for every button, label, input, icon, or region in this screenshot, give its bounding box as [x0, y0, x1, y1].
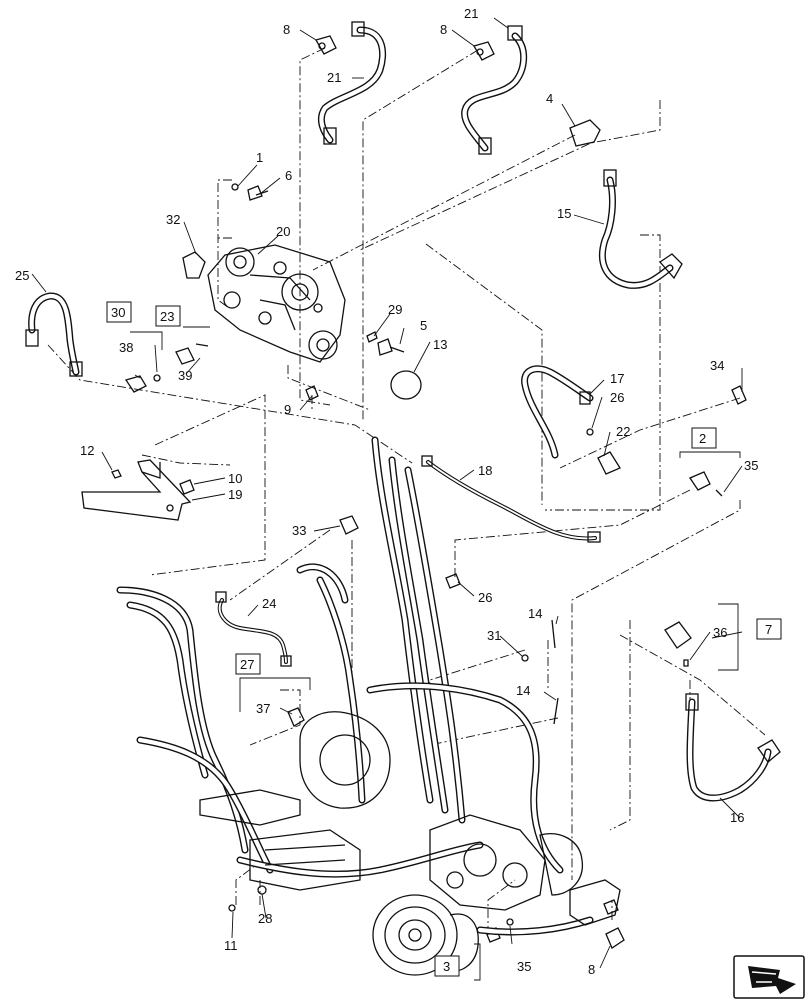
callout-8-bottom: 8 [588, 962, 595, 977]
callout-32: 32 [166, 212, 180, 227]
callout-6: 6 [285, 168, 292, 183]
callout-26-lower: 26 [478, 590, 492, 605]
hydraulic-pump-20 [207, 244, 346, 363]
callout-15: 15 [557, 206, 571, 221]
bracket-19 [81, 459, 192, 521]
callout-8-top-right: 8 [440, 22, 447, 37]
hose-15 [598, 169, 683, 289]
hose-17 [521, 365, 594, 459]
callout-18: 18 [478, 463, 492, 478]
callout-31: 31 [487, 628, 501, 643]
hose-25 [25, 292, 83, 377]
drive-motor-assembly [199, 711, 621, 976]
hose-21-right [461, 25, 528, 155]
callout-28: 28 [258, 911, 272, 926]
boxed-labels [106, 301, 782, 977]
callout-22: 22 [616, 424, 630, 439]
callout-37: 37 [256, 701, 270, 716]
callout-16: 16 [730, 810, 744, 825]
callout-29: 29 [388, 302, 402, 317]
callout-30: 30 [111, 305, 125, 320]
callout-24: 24 [262, 596, 276, 611]
callout-13: 13 [433, 337, 447, 352]
callout-8-top-left: 8 [283, 22, 290, 37]
callout-33: 33 [292, 523, 306, 538]
callout-25: 25 [15, 268, 29, 283]
callout-7: 7 [765, 622, 772, 637]
callout-10: 10 [228, 471, 242, 486]
hose-21-left [317, 21, 387, 145]
callout-20: 20 [276, 224, 290, 239]
callout-39: 39 [178, 368, 192, 383]
tube-18 [421, 455, 601, 543]
callout-17: 17 [610, 371, 624, 386]
callout-1: 1 [256, 150, 263, 165]
callout-19: 19 [228, 487, 242, 502]
view-direction-arrow-icon [733, 955, 805, 999]
callout-2: 2 [699, 431, 706, 446]
callout-9: 9 [284, 402, 291, 417]
callout-27: 27 [240, 657, 254, 672]
callout-35-bottom: 35 [517, 959, 531, 974]
callout-36: 36 [713, 625, 727, 640]
callout-34: 34 [710, 358, 724, 373]
callout-38: 38 [119, 340, 133, 355]
fittings [111, 35, 747, 949]
hose-16 [685, 693, 781, 802]
callout-5: 5 [420, 318, 427, 333]
assembly-dash-lines [47, 47, 766, 935]
callout-26-upper: 26 [610, 390, 624, 405]
tube-24 [215, 591, 292, 667]
leader-lines [31, 17, 743, 981]
callout-21-right: 21 [464, 6, 478, 21]
callout-4: 4 [546, 91, 553, 106]
callout-numbers: 1 2 3 4 5 6 7 8 8 8 9 10 11 12 13 14 14 … [15, 6, 772, 977]
callout-23: 23 [160, 309, 174, 324]
callout-21-left: 21 [327, 70, 341, 85]
callout-3: 3 [443, 959, 450, 974]
callout-35-right: 35 [744, 458, 758, 473]
callout-14-upper: 14 [528, 606, 542, 621]
callout-11: 11 [224, 938, 238, 953]
hydraulic-hose-bundle [116, 436, 594, 936]
callout-14-lower: 14 [516, 683, 530, 698]
callout-12: 12 [80, 443, 94, 458]
